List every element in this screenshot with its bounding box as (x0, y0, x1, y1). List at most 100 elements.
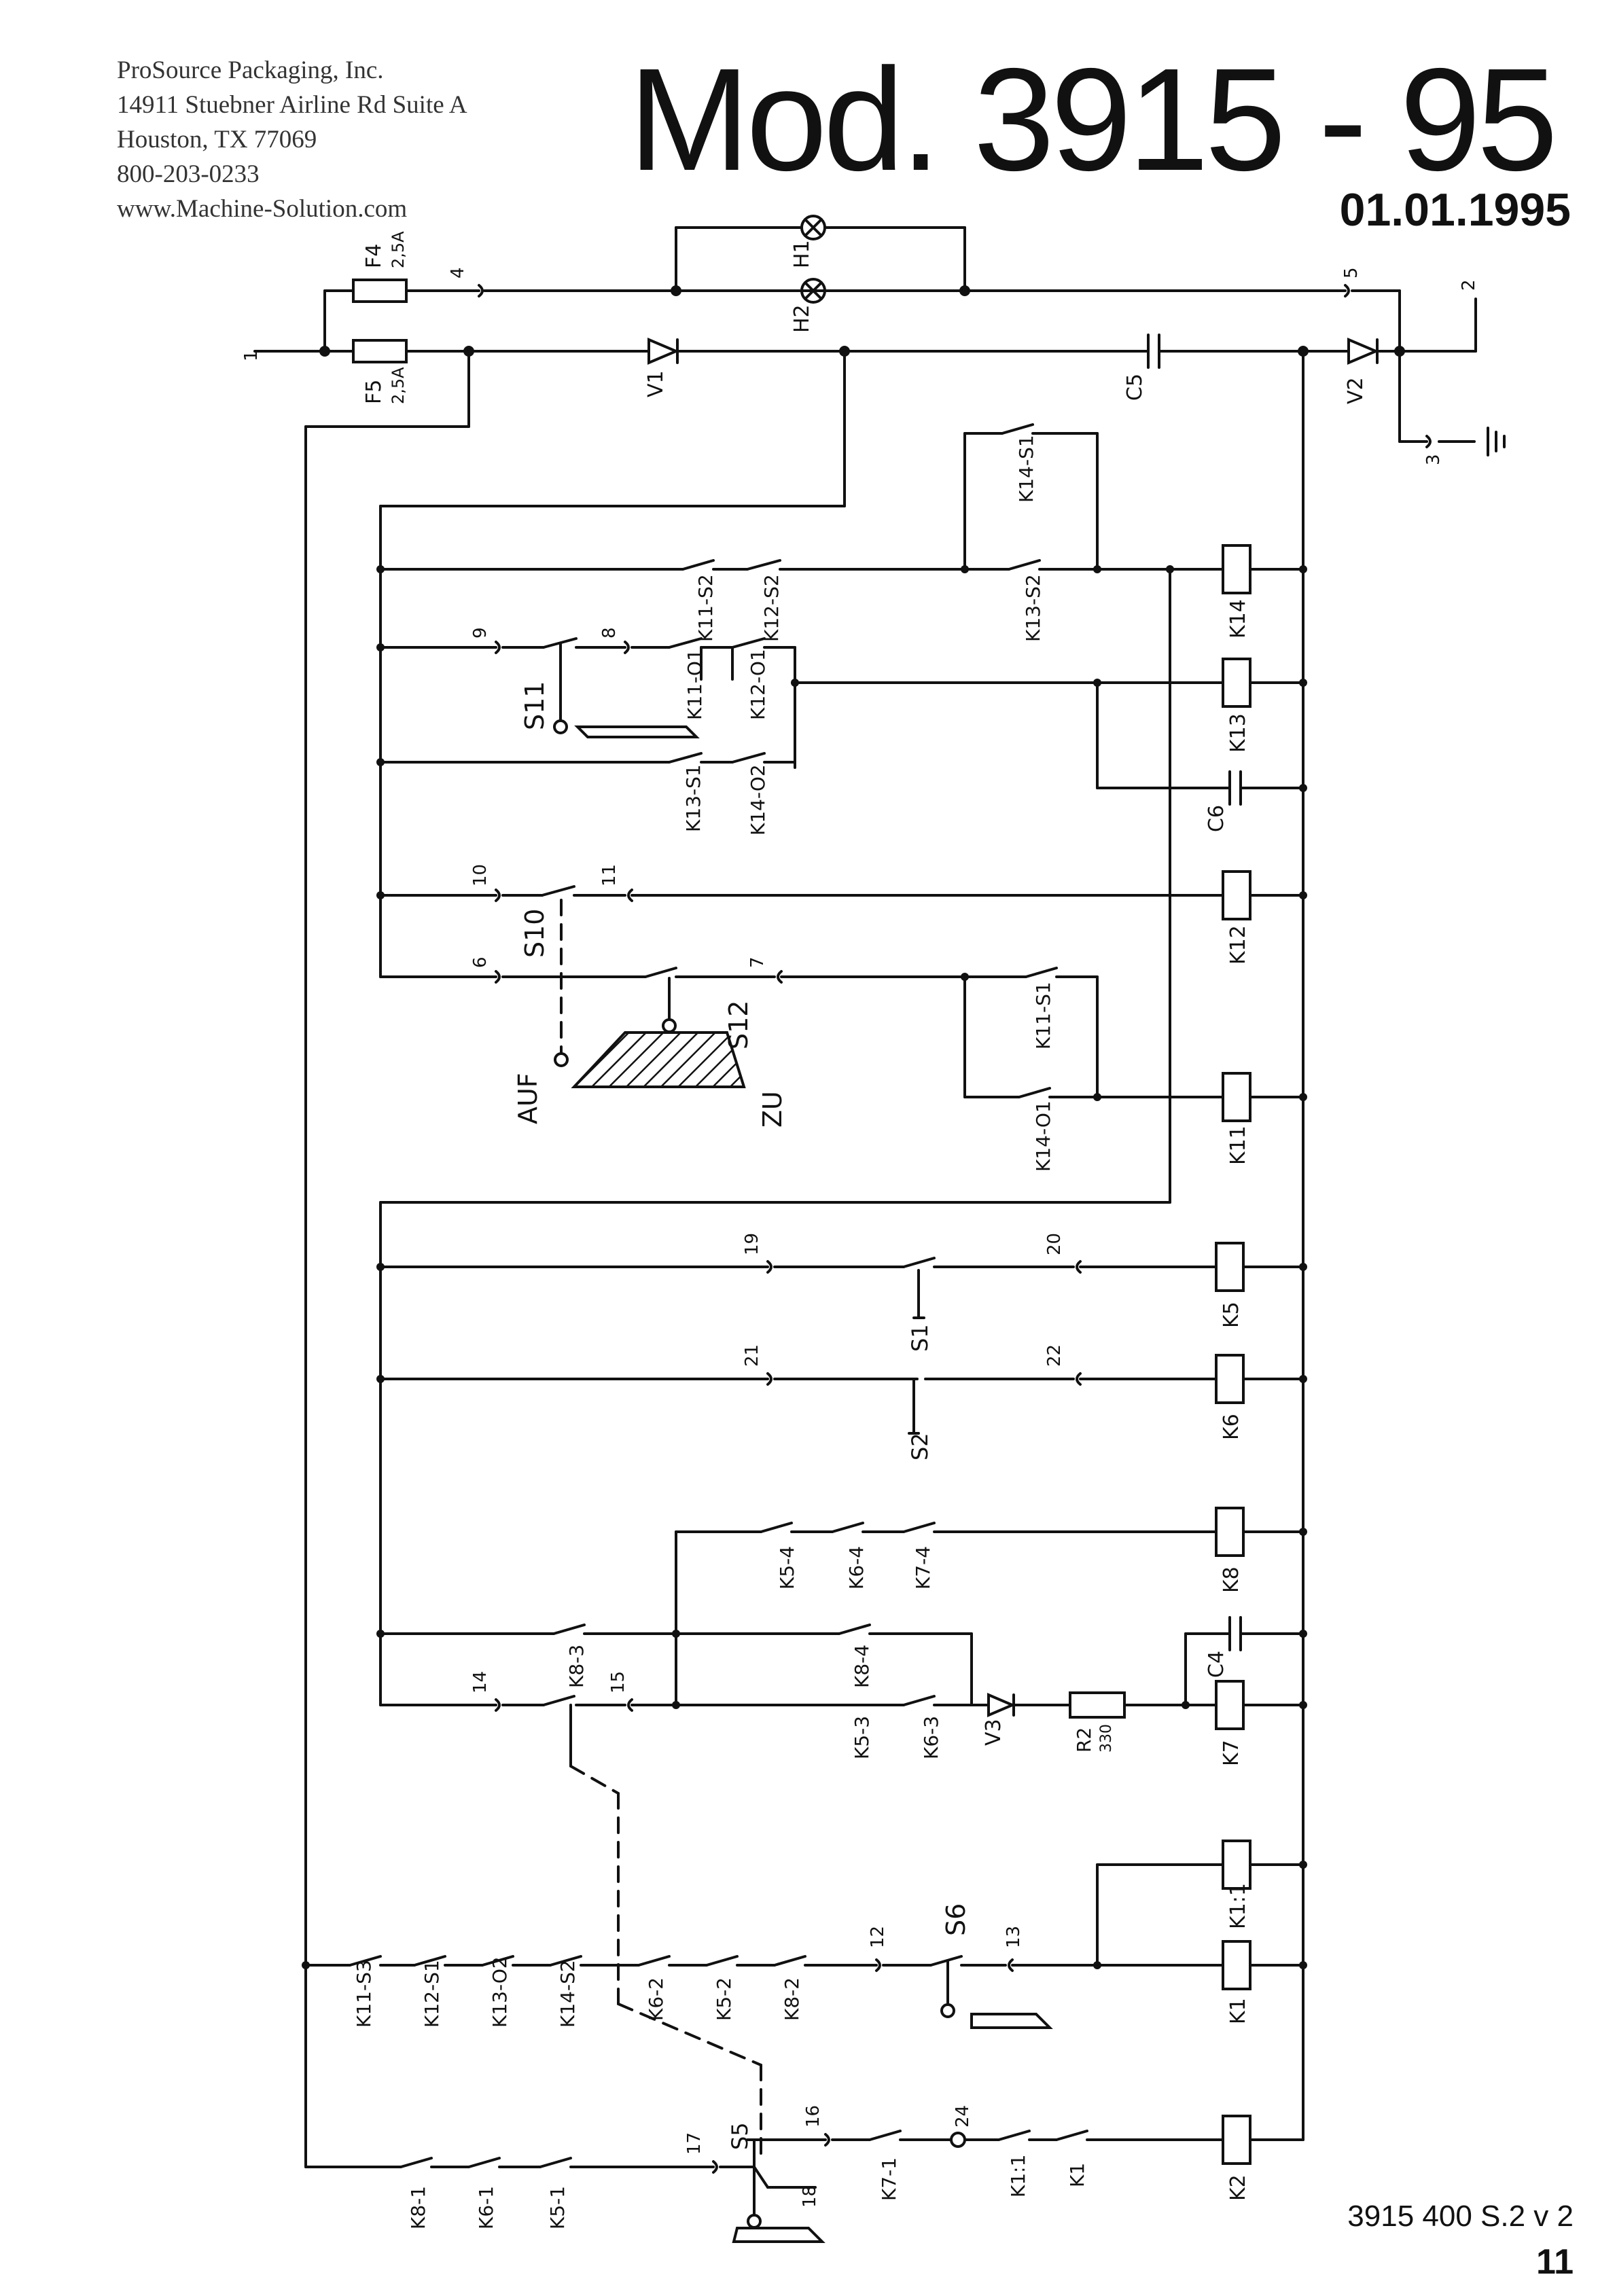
capacitor-c4-icon (1228, 1616, 1242, 1651)
capacitor-c5-icon (1147, 334, 1169, 369)
company-address-block: ProSource Packaging, Inc. 14911 Stuebner… (117, 53, 467, 226)
terminal-label: 2 (1459, 279, 1479, 291)
coil-k1-1-label: K1:1 (1226, 1883, 1250, 1929)
switch-s10-label: S10 (520, 909, 550, 958)
contact-k12-o1: K12-O1 (747, 649, 769, 720)
coil-k12-label: K12 (1226, 925, 1250, 965)
contact-k8-4: K8-4 (851, 1645, 873, 1688)
fuse-f5-rating: 2,5A (389, 367, 408, 404)
terminal-label: 19 (742, 1233, 762, 1255)
coil-k8-label: K8 (1220, 1566, 1243, 1593)
contact-k1-1: K1:1 (1007, 2155, 1029, 2198)
contact-k14-s2: K14-S2 (556, 1960, 579, 2028)
contact-k8-3: K8-3 (565, 1645, 588, 1688)
coil-k7 (1215, 1680, 1245, 1730)
switch-auf-label: AUF (513, 1073, 543, 1124)
capacitor-c6-label: C6 (1205, 805, 1228, 832)
terminal-label: 18 (800, 2185, 820, 2208)
drawing-date: 01.01.1995 (1339, 184, 1571, 236)
capacitor-c6-icon (1228, 770, 1242, 806)
k14-k11-section (379, 423, 1304, 1122)
fuse-f4-label: F4 (362, 244, 386, 268)
terminal-label: 7 (747, 956, 768, 968)
coil-k5 (1215, 1242, 1245, 1292)
coil-k14-label: K14 (1226, 599, 1250, 639)
coil-k12 (1222, 870, 1251, 920)
contact-k5-1: K5-1 (546, 2186, 569, 2229)
contact-k14-o2: K14-O2 (747, 764, 769, 836)
terminal-label: 15 (608, 1671, 628, 1693)
contact-k8-2: K8-2 (781, 1977, 803, 2021)
capacitor-c5-label: C5 (1123, 374, 1147, 401)
diagram-labels: 1 2 3 4 5 6 7 8 9 10 11 12 13 14 15 16 1… (241, 231, 1479, 2229)
contact-k6-2: K6-2 (645, 1977, 667, 2021)
contact-k8-1: K8-1 (407, 2186, 429, 2229)
contact-k14-o1: K14-O1 (1032, 1100, 1054, 1172)
switch-s1-label: S1 (907, 1324, 933, 1352)
contact-k11-o1: K11-O1 (683, 649, 706, 720)
coil-k1 (1222, 1940, 1251, 1990)
diode-v3-label: V3 (982, 1719, 1006, 1746)
coil-k13-label: K13 (1226, 713, 1250, 753)
contact-k1: K1 (1066, 2163, 1088, 2187)
terminal-label: 3 (1423, 454, 1444, 465)
switch-s11-label: S11 (520, 681, 550, 730)
contact-k6-4: K6-4 (845, 1546, 868, 1590)
terminal-label: 5 (1341, 267, 1362, 279)
contact-k11-s2: K11-S2 (694, 574, 717, 642)
contact-k11-s3: K11-S3 (353, 1960, 375, 2028)
lamp-h1-icon (800, 215, 826, 240)
coil-k6 (1215, 1354, 1245, 1404)
contact-k14-s1: K14-S1 (1015, 435, 1037, 503)
company-name: ProSource Packaging, Inc. (117, 56, 384, 84)
supply-section (253, 215, 1506, 456)
coil-k1-label: K1 (1226, 1998, 1250, 2024)
contact-k13-s2: K13-S2 (1022, 574, 1044, 642)
company-phone: 800-203-0233 (117, 160, 260, 188)
terminal-label: 8 (599, 627, 620, 639)
terminal-label: 21 (742, 1344, 762, 1367)
contact-k5-3: K5-3 (851, 1716, 873, 1759)
resistor-r2 (1069, 1691, 1126, 1719)
terminal-label: 11 (599, 864, 620, 886)
terminal-label: 20 (1044, 1233, 1065, 1255)
fuse-f4 (352, 279, 408, 303)
terminal-label: 12 (868, 1926, 888, 1948)
s12-wedge (571, 1031, 746, 1088)
diode-v1-label: V1 (644, 370, 668, 397)
coil-k11 (1222, 1072, 1251, 1122)
lamp-h2-icon (800, 278, 826, 304)
contact-k7-4: K7-4 (912, 1546, 934, 1590)
terminal-label: 17 (684, 2132, 705, 2155)
lamp-h2-label: H2 (790, 304, 814, 333)
company-street: 14911 Stuebner Airline Rd Suite A (117, 91, 467, 119)
terminal-label: 6 (470, 956, 491, 968)
k5-k6-section (379, 1242, 1304, 1435)
diode-v3-icon (987, 1692, 1016, 1718)
coil-k14 (1222, 544, 1251, 594)
power-rails (304, 350, 1304, 2168)
switch-s12-label: S12 (724, 1001, 753, 1050)
terminal-label: 16 (803, 2105, 823, 2128)
k1-k2-section (304, 1840, 1304, 2243)
document-reference: 3915 400 S.2 v 2 (1347, 2200, 1574, 2233)
model-title: Mod. 3915 - 95 (628, 37, 1558, 201)
contact-k7-1: K7-1 (878, 2157, 900, 2201)
coil-k2-label: K2 (1226, 2174, 1250, 2201)
coil-k2 (1222, 2115, 1251, 2165)
fuse-f4-rating: 2,5A (389, 231, 408, 268)
fuse-f5 (352, 339, 408, 363)
junction-dots (302, 565, 1307, 1969)
fuse-f5-label: F5 (362, 380, 386, 404)
terminal-label: 14 (470, 1671, 491, 1693)
terminal-label: 13 (1004, 1926, 1024, 1948)
terminal-label: 1 (241, 350, 262, 361)
coil-k1-1 (1222, 1840, 1251, 1890)
company-website: www.Machine-Solution.com (117, 195, 408, 223)
resistor-r2-value: 330 (1098, 1724, 1115, 1753)
contact-k11-s1: K11-S1 (1032, 982, 1054, 1050)
contact-k5-4: K5-4 (776, 1546, 798, 1590)
resistor-r2-label: R2 (1073, 1727, 1095, 1753)
